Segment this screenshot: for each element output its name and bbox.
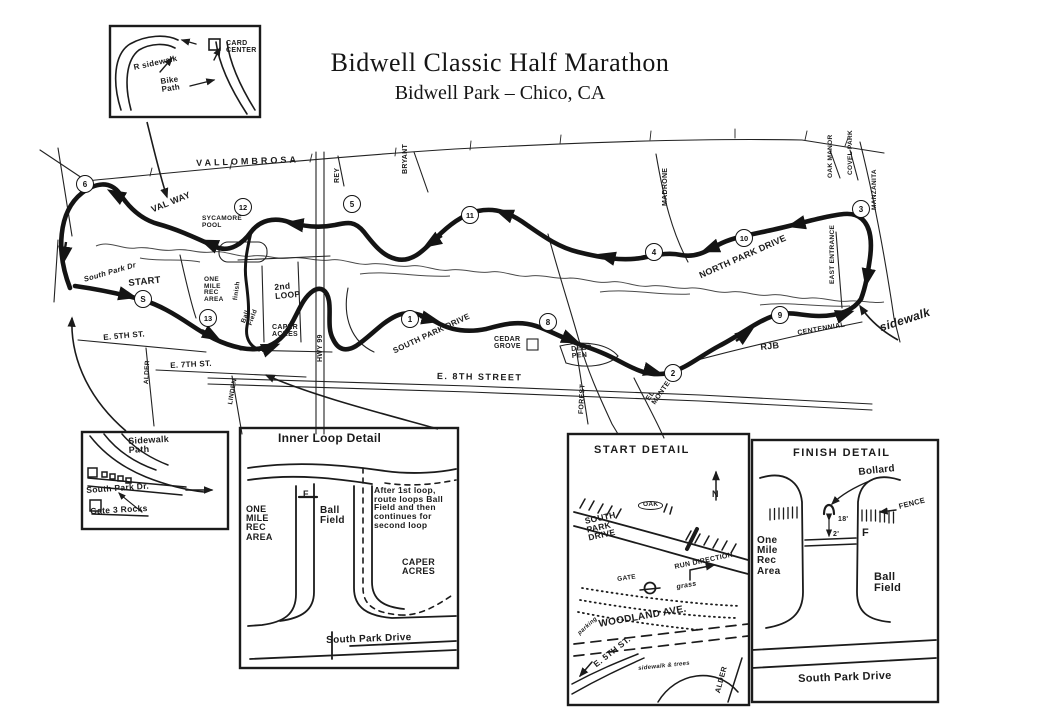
inset-inner-loop xyxy=(238,426,460,670)
card-center-square-icon xyxy=(208,38,221,51)
inset-pointer-arrows xyxy=(67,121,899,432)
inset-card-center xyxy=(108,24,262,119)
page-title: Bidwell Classic Half Marathon xyxy=(330,48,670,77)
bollard-symbol xyxy=(822,503,836,516)
inset-card-center-box xyxy=(108,24,262,119)
rocks-square-icon xyxy=(89,499,102,512)
gate-square-icon xyxy=(87,467,98,478)
creek xyxy=(95,243,885,307)
inset-sidewalk-gate-box xyxy=(80,430,230,531)
inset-inner-loop-box xyxy=(238,426,460,670)
course-direction-arrows xyxy=(58,189,876,376)
course-route xyxy=(59,182,874,377)
inset-finish-detail-box xyxy=(750,438,940,704)
map-title-block: Bidwell Classic Half Marathon Bidwell Pa… xyxy=(230,48,770,105)
inset-finish-detail xyxy=(750,438,940,704)
inset-start-detail-box xyxy=(566,432,751,707)
street-network xyxy=(39,128,901,439)
inset-start-detail xyxy=(566,432,751,707)
inset-sidewalk-gate xyxy=(80,430,230,531)
page-subtitle: Bidwell Park – Chico, CA xyxy=(394,82,606,104)
